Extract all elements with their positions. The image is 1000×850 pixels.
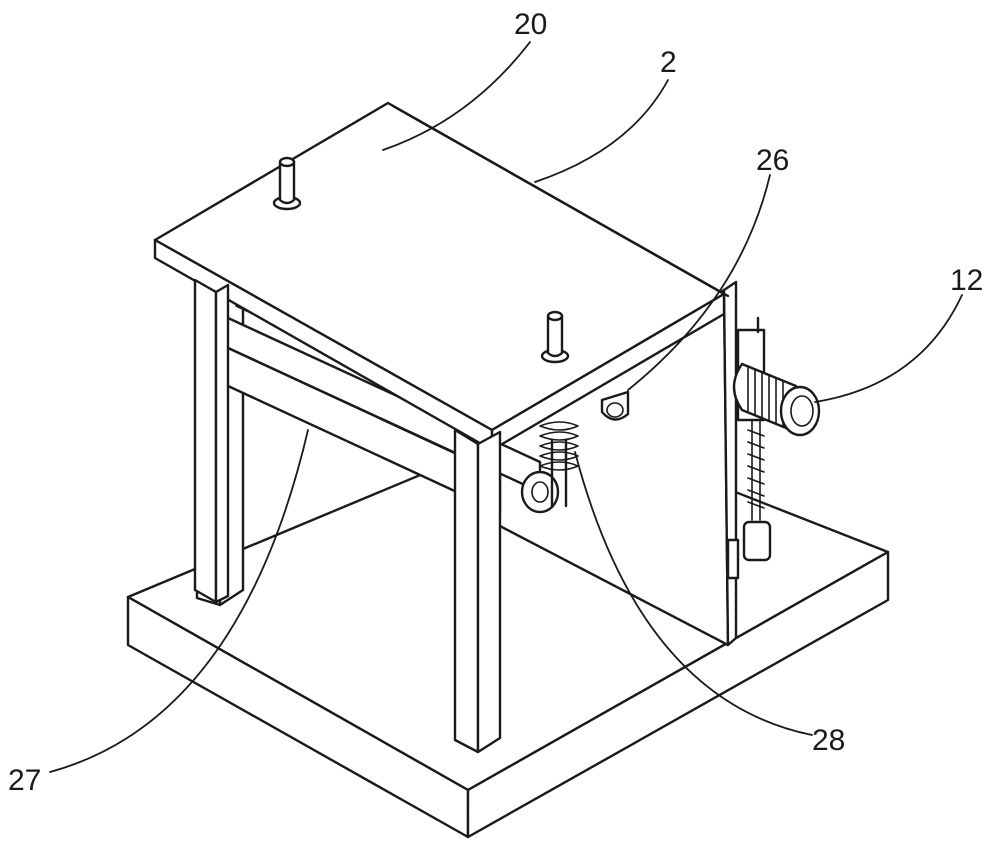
ref-20: 20 (514, 8, 547, 41)
bracket-26 (600, 390, 630, 421)
leader-2 (534, 79, 669, 183)
chain-weight (726, 419, 772, 580)
base-plate-right (466, 550, 890, 839)
locating-pin-right (540, 310, 570, 364)
motor-12 (732, 316, 821, 437)
leader-20 (382, 41, 531, 151)
front-leg-right (453, 428, 502, 754)
ref-12: 12 (950, 264, 983, 297)
side-lug (726, 538, 740, 580)
reference-numerals: 20 2 26 12 27 28 (8, 8, 983, 797)
leader-12 (814, 294, 963, 403)
spring-assembly (539, 421, 579, 508)
hanging-weight (742, 520, 772, 562)
roller-end-cap (520, 470, 560, 514)
leader-lines (49, 41, 963, 773)
ref-28: 28 (812, 724, 845, 757)
table-top-20 (153, 101, 730, 452)
ref-27: 27 (8, 764, 41, 797)
ref-2: 2 (660, 46, 677, 79)
leader-27 (49, 429, 309, 773)
locating-pin-left (272, 156, 302, 211)
ref-26: 26 (756, 144, 789, 177)
front-leg-left (193, 278, 230, 604)
leader-28 (574, 451, 813, 736)
leader-26 (627, 174, 771, 391)
